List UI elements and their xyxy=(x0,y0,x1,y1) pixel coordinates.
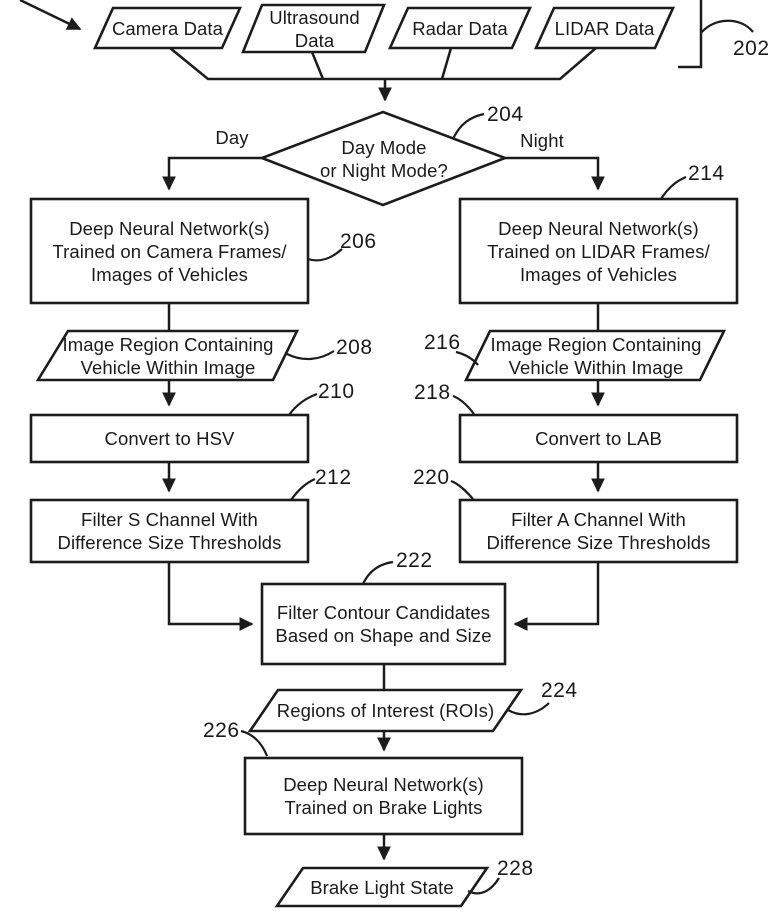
radar-data-shape xyxy=(387,6,533,50)
ref-218: 218 xyxy=(414,381,451,404)
ref-leader-202 xyxy=(701,19,754,33)
image-region-day-label: Image Region Containing Vehicle Within I… xyxy=(62,333,274,378)
ref-leader-212 xyxy=(290,477,316,501)
lidar-data-shape xyxy=(533,6,676,50)
ref-226: 226 xyxy=(203,719,240,742)
filter-contours-label: Filter Contour Candidates Based on Shape… xyxy=(275,602,492,646)
dnn-lidar-box xyxy=(458,197,739,305)
dnn-brake-label: Deep Neural Network(s) Trained on Brake … xyxy=(283,774,484,818)
ref-leader-226 xyxy=(240,729,269,757)
ref-leader-204 xyxy=(452,112,485,140)
ref-212: 212 xyxy=(315,466,352,489)
rois-shape xyxy=(247,688,524,733)
sensor-funnel-line xyxy=(310,51,325,80)
image-region-day-shape xyxy=(35,329,300,382)
convert-hsv-box xyxy=(29,413,310,464)
ref-222: 222 xyxy=(396,549,433,572)
filter-s-box xyxy=(29,498,310,564)
ref-224: 224 xyxy=(541,679,578,702)
figure-intro-arrow xyxy=(19,0,82,31)
filter-a-box xyxy=(458,498,739,564)
dnn-camera-label: Deep Neural Network(s) Trained on Camera… xyxy=(52,217,287,285)
ref-228: 228 xyxy=(497,857,534,880)
ref-214: 214 xyxy=(688,162,725,185)
day-merge-arrow xyxy=(167,562,254,631)
convert-hsv-label: Convert to HSV xyxy=(104,428,235,449)
ref-220: 220 xyxy=(413,466,450,489)
dnn-brake-box xyxy=(243,756,524,836)
ref-leader-214 xyxy=(660,175,687,200)
ref-202: 202 xyxy=(733,37,770,60)
dnn-camera-box xyxy=(29,197,310,305)
ultrasound-data-label: Ultrasound Data xyxy=(269,6,360,51)
image-region-night-label: Image Region Containing Vehicle Within I… xyxy=(490,333,702,378)
ref-leader-208 xyxy=(286,350,335,361)
ref-204: 204 xyxy=(487,103,524,126)
image-region-night-shape xyxy=(463,329,727,382)
rois-label: Regions of Interest (ROIs) xyxy=(276,700,495,721)
brake-light-state-shape xyxy=(274,866,490,908)
filter-a-label: Filter A Channel With Difference Size Th… xyxy=(486,509,711,553)
ref-leader-224 xyxy=(507,702,550,716)
sensor-group-bracket xyxy=(678,0,703,69)
night-branch-arrow xyxy=(505,156,605,191)
ref-216: 216 xyxy=(424,331,461,354)
night-branch-label: Night xyxy=(520,129,564,151)
ultrasound-data-shape xyxy=(241,3,386,54)
ref-leader-210 xyxy=(288,392,318,416)
ref-leader-216 xyxy=(455,350,479,366)
night-merge-arrow xyxy=(513,562,600,631)
lidar-data-label: LIDAR Data xyxy=(554,17,655,39)
filter-s-label: Filter S Channel With Difference Size Th… xyxy=(57,509,282,553)
decision-label: Day Mode or Night Mode? xyxy=(320,137,448,181)
camera-data-shape xyxy=(92,6,243,50)
ref-leader-218 xyxy=(452,394,475,415)
ref-leader-222 xyxy=(362,560,394,585)
ref-leader-220 xyxy=(450,479,474,500)
sensor-funnel xyxy=(169,47,597,81)
ref-208: 208 xyxy=(336,336,373,359)
decision-diamond xyxy=(258,110,509,207)
day-branch-arrow xyxy=(162,156,262,191)
camera-data-label: Camera Data xyxy=(111,17,224,39)
brake-light-state-label: Brake Light State xyxy=(310,876,454,898)
ref-leader-228 xyxy=(467,877,500,895)
ref-210: 210 xyxy=(318,380,355,403)
radar-data-label: Radar Data xyxy=(412,17,508,39)
sensor-funnel-line xyxy=(440,47,453,80)
dnn-lidar-label: Deep Neural Network(s) Trained on LIDAR … xyxy=(487,217,710,285)
ref-leader-206 xyxy=(307,248,343,262)
convert-lab-label: Convert to LAB xyxy=(535,428,662,449)
day-branch-label: Day xyxy=(215,126,249,148)
ref-206: 206 xyxy=(340,230,377,253)
